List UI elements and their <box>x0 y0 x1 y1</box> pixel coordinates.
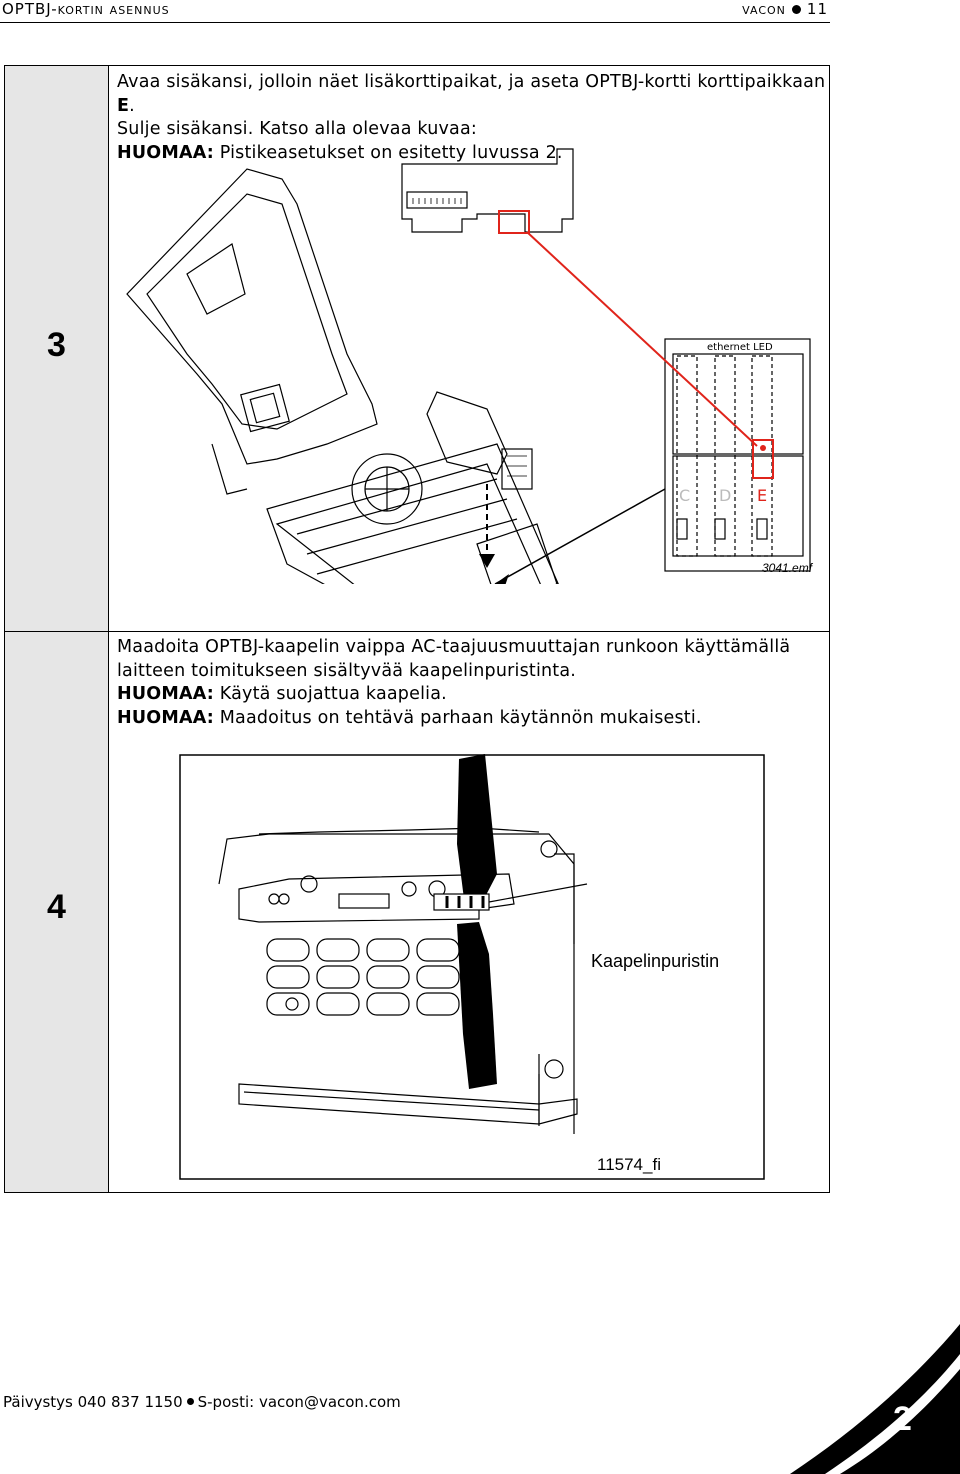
step-number-4: 4 <box>47 888 66 926</box>
step-4-note-2: HUOMAA: Maadoitus on tehtävä parhaan käy… <box>117 707 702 728</box>
footer-phone: Päivystys 040 837 1150 <box>3 1393 183 1411</box>
header-brand: vacon <box>742 0 786 18</box>
figure-cable-clamp: Kaapelinpuristin 11574_fi <box>179 754 765 1180</box>
step-4-text: Maadoita OPTBJ-kaapelin vaippa AC-taajuu… <box>117 636 790 730</box>
step-3-text: Avaa sisäkansi, jolloin näet lisäkorttip… <box>117 71 829 165</box>
row-divider <box>5 631 829 632</box>
page-footer: Päivystys 040 837 1150 S-posti: vacon@vac… <box>3 1393 401 1411</box>
step-4-line-2: laitteen toimitukseen sisältyvää kaapeli… <box>117 660 577 681</box>
step-4-line-1: Maadoita OPTBJ-kaapelin vaippa AC-taajuu… <box>117 637 791 657</box>
step-4-note-1: HUOMAA: Käytä suojattua kaapelia. <box>117 684 447 704</box>
slot-label-c: C <box>679 486 690 505</box>
slot-label-e: E <box>757 486 767 505</box>
step-number-3: 3 <box>47 326 66 364</box>
step-3-line-2: Sulje sisäkansi. Katso alla olevaa kuvaa… <box>117 119 477 139</box>
step-number-column <box>5 66 109 1192</box>
page-header: OPTBJ-kortin asennus vacon 11 <box>0 0 830 23</box>
page-number: 2 <box>893 1400 912 1438</box>
slot-letter: E <box>117 95 130 116</box>
figure-4-caption: 11574_fi <box>597 1155 661 1174</box>
step-3-note: HUOMAA: Pistikeasetukset on esitetty luv… <box>117 142 563 163</box>
footer-email: S-posti: vacon@vacon.com <box>197 1393 401 1411</box>
corner-swoosh-icon <box>790 1324 960 1474</box>
bullet-icon <box>791 4 801 14</box>
header-page-number: 11 <box>806 0 828 18</box>
bullet-icon <box>186 1398 194 1405</box>
figure-3-caption: 3041.emf <box>762 561 814 575</box>
board-label: ethernet LED <box>707 342 773 353</box>
header-section-title: OPTBJ-kortin asennus <box>2 0 170 18</box>
slot-label-d: D <box>719 486 731 505</box>
figure-card-installation: ethernet LED C D E 3041.emf <box>126 148 814 584</box>
header-brand-page: vacon 11 <box>742 0 828 18</box>
steps-table: 3 Avaa sisäkansi, jolloin näet lisäkortt… <box>4 65 830 1193</box>
cable-clamp-callout: Kaapelinpuristin <box>591 951 719 971</box>
step-3-line-1: Avaa sisäkansi, jolloin näet lisäkorttip… <box>117 72 826 116</box>
